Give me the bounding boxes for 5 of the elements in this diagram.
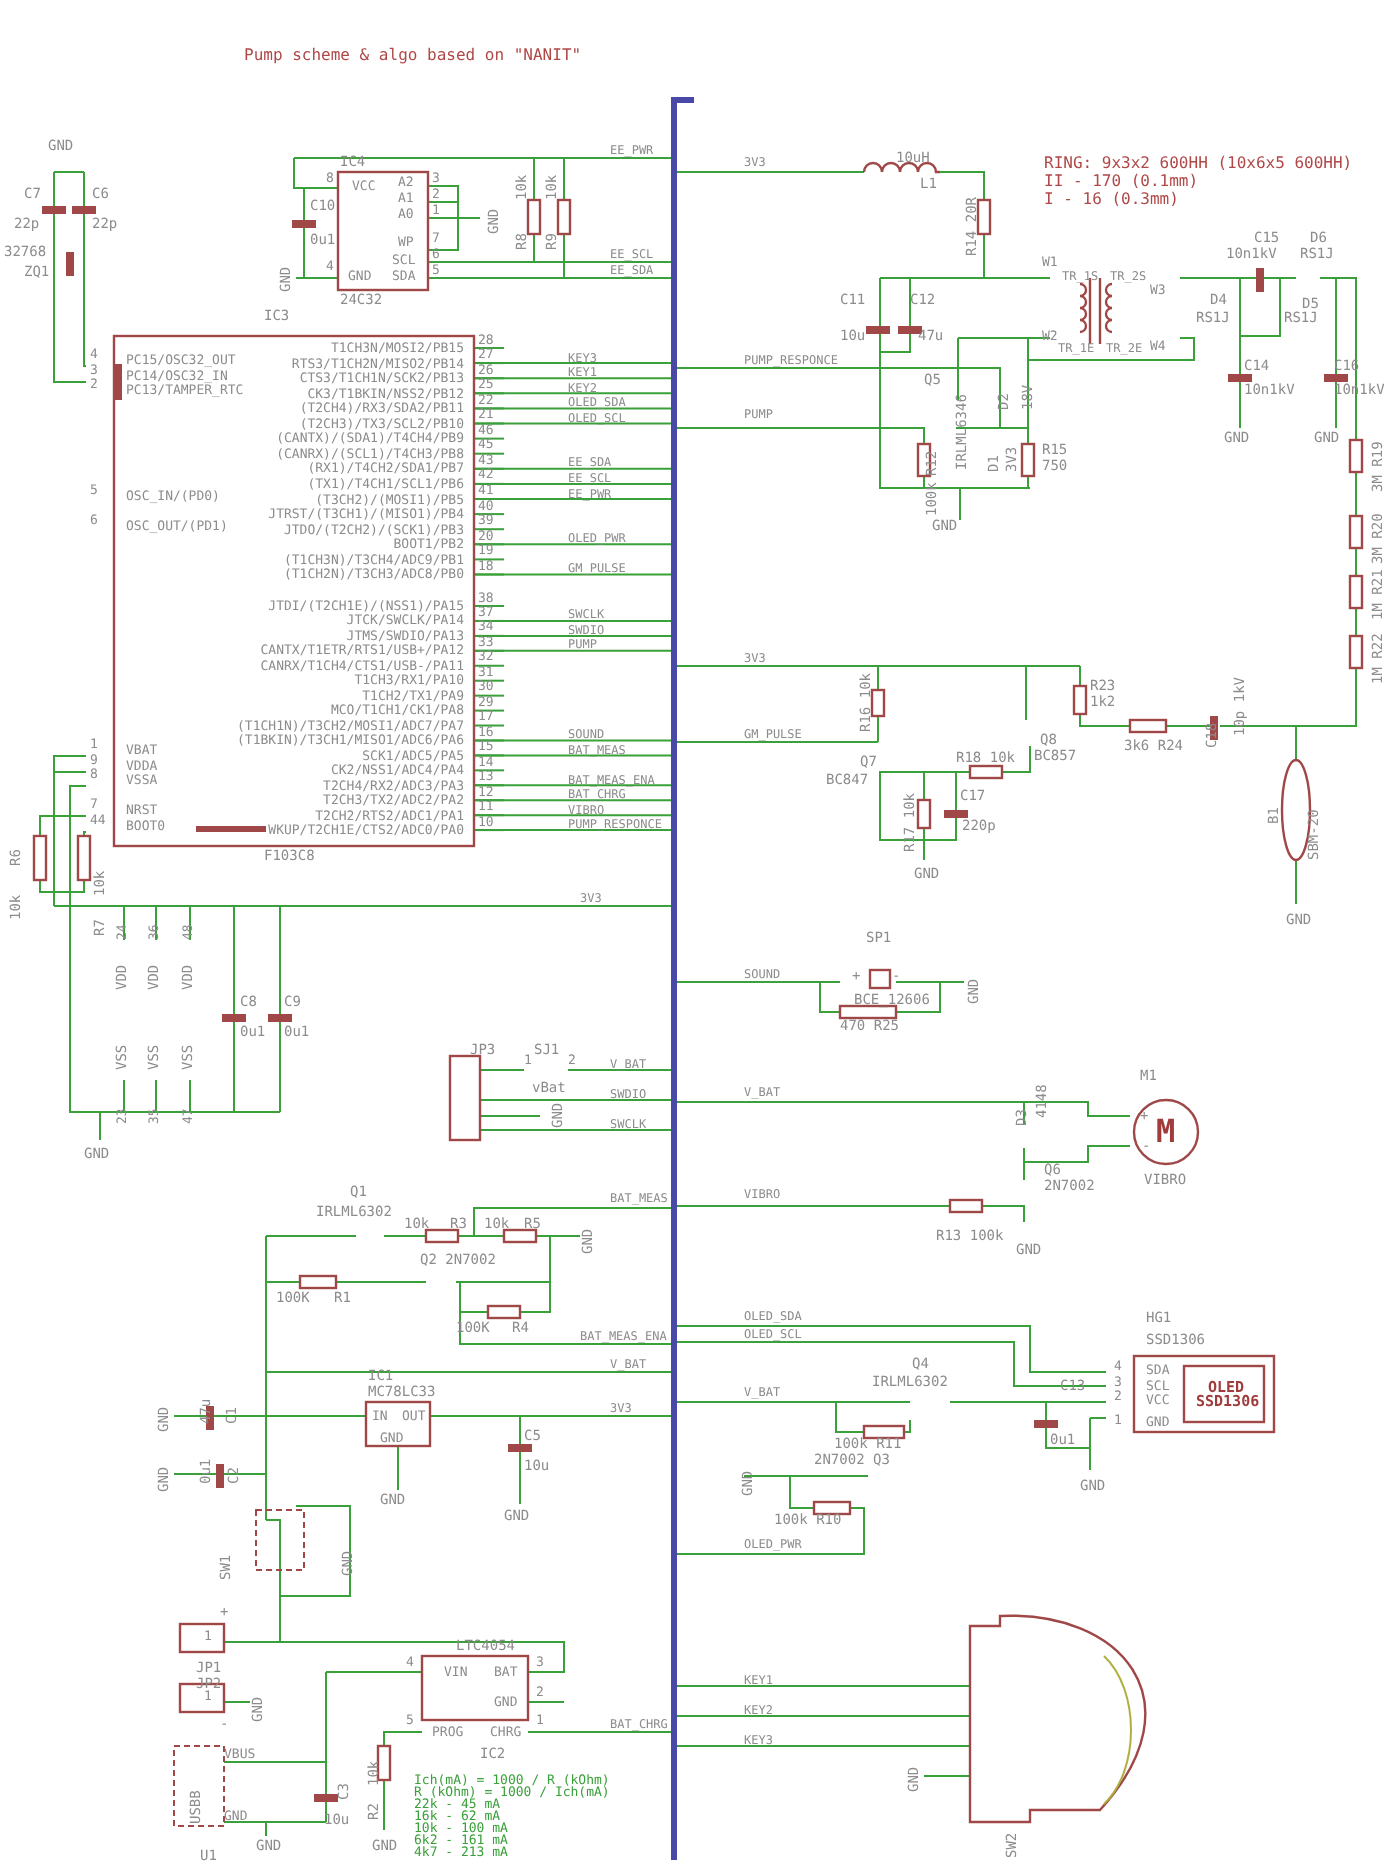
note-text: I - 16 (0.3mm) bbox=[1044, 192, 1179, 208]
title: Pump scheme & algo based on "NANIT" bbox=[244, 48, 582, 64]
note-text: RING: 9x3x2 600HH (10x6x5 600HH) bbox=[1044, 156, 1353, 172]
motor-label: M bbox=[1156, 1116, 1176, 1148]
note-text: II - 170 (0.1mm) bbox=[1044, 174, 1199, 190]
